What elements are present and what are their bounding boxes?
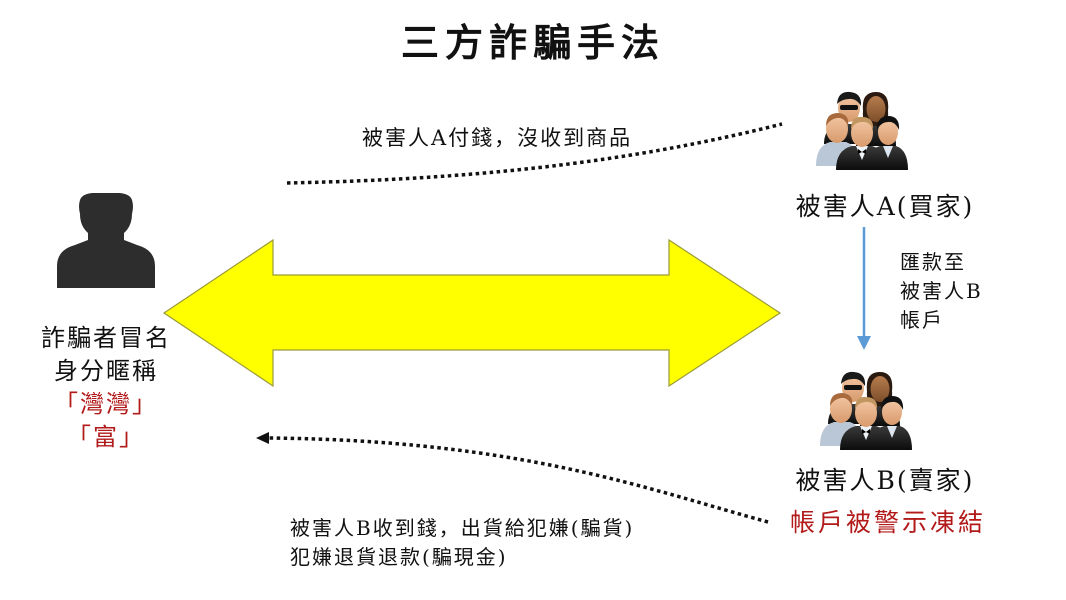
transfer-line1: 匯款至 xyxy=(900,250,966,274)
bottom-flow-arrowhead xyxy=(256,432,269,444)
double-headed-arrow xyxy=(162,238,782,388)
scammer-alias-2: 「富」 xyxy=(67,423,145,451)
group-of-people-icon xyxy=(820,371,912,450)
victim-a-label: 被害人A(買家) xyxy=(795,192,975,221)
scammer-label-line1: 詐騙者冒名 xyxy=(41,324,171,352)
bottom-flow-line1: 被害人B收到錢，出貨給犯嫌(騙貨) xyxy=(290,516,635,540)
bottom-flow-dotted-curve xyxy=(267,436,769,524)
transfer-line2: 被害人B xyxy=(900,279,983,303)
top-flow-dotted-curve xyxy=(286,122,783,185)
victim-b-status: 帳戶被警示凍結 xyxy=(789,508,986,537)
bottom-flow-line2: 犯嫌退貨退款(騙現金) xyxy=(290,545,508,569)
person-silhouette-icon xyxy=(57,193,155,288)
scammer-label-line2: 身分暱稱 xyxy=(54,357,158,385)
victim-b-label: 被害人B(賣家) xyxy=(795,466,975,495)
scammer-alias-1: 「灣灣」 xyxy=(54,390,158,418)
group-of-people-icon xyxy=(816,91,908,170)
transfer-label: 匯款至 被害人B 帳戶 xyxy=(900,248,983,335)
page-title: 三方詐騙手法 xyxy=(400,20,665,65)
transfer-arrow-head xyxy=(857,336,871,350)
bottom-flow-label: 被害人B收到錢，出貨給犯嫌(騙貨) 犯嫌退貨退款(騙現金) xyxy=(290,514,634,572)
transfer-line3: 帳戶 xyxy=(900,308,944,332)
top-flow-label: 被害人A付錢，沒收到商品 xyxy=(362,126,633,150)
scammer-label: 詐騙者冒名 身分暱稱 「灣灣」 「富」 xyxy=(0,322,212,454)
